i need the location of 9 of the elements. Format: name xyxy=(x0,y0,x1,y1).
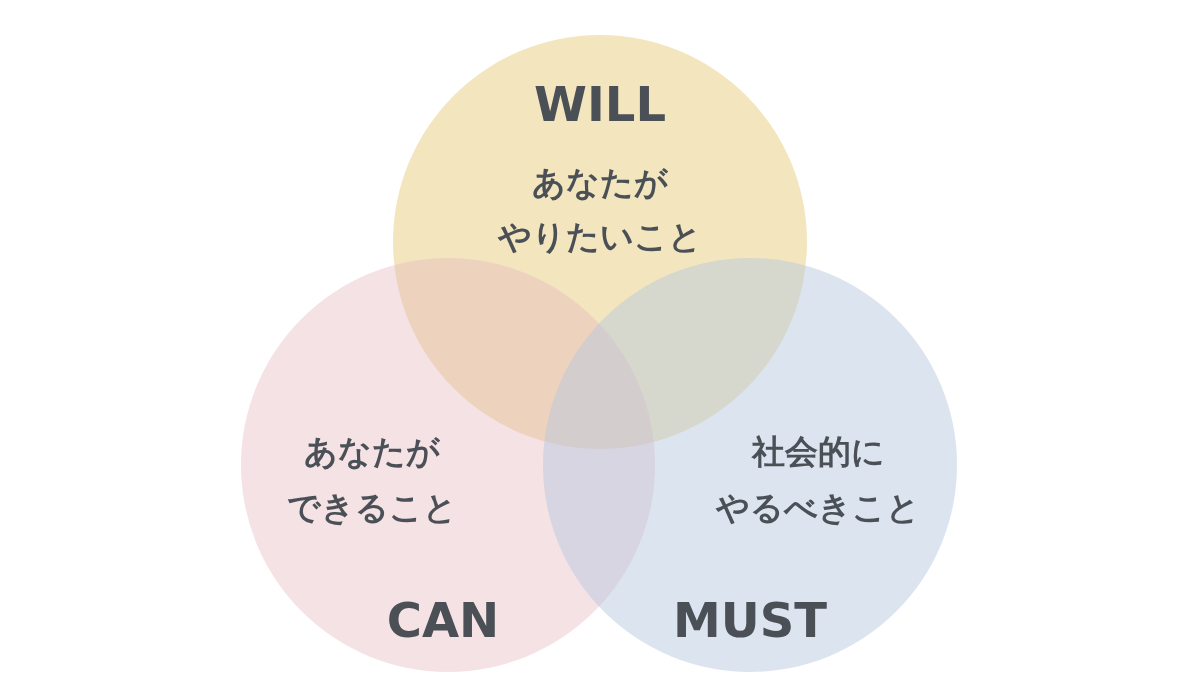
circle-description: やるべきこと xyxy=(716,488,920,528)
circle-description: やりたいこと xyxy=(498,217,702,257)
circle-description: あなたが xyxy=(304,432,440,472)
circle-description: あなたが xyxy=(532,163,668,203)
circle-description: できること xyxy=(287,488,457,528)
circle-heading: MUST xyxy=(672,594,828,647)
circle-description: 社会的に xyxy=(751,432,885,472)
circle-heading: WILL xyxy=(534,78,666,131)
circle-heading: CAN xyxy=(386,594,500,647)
